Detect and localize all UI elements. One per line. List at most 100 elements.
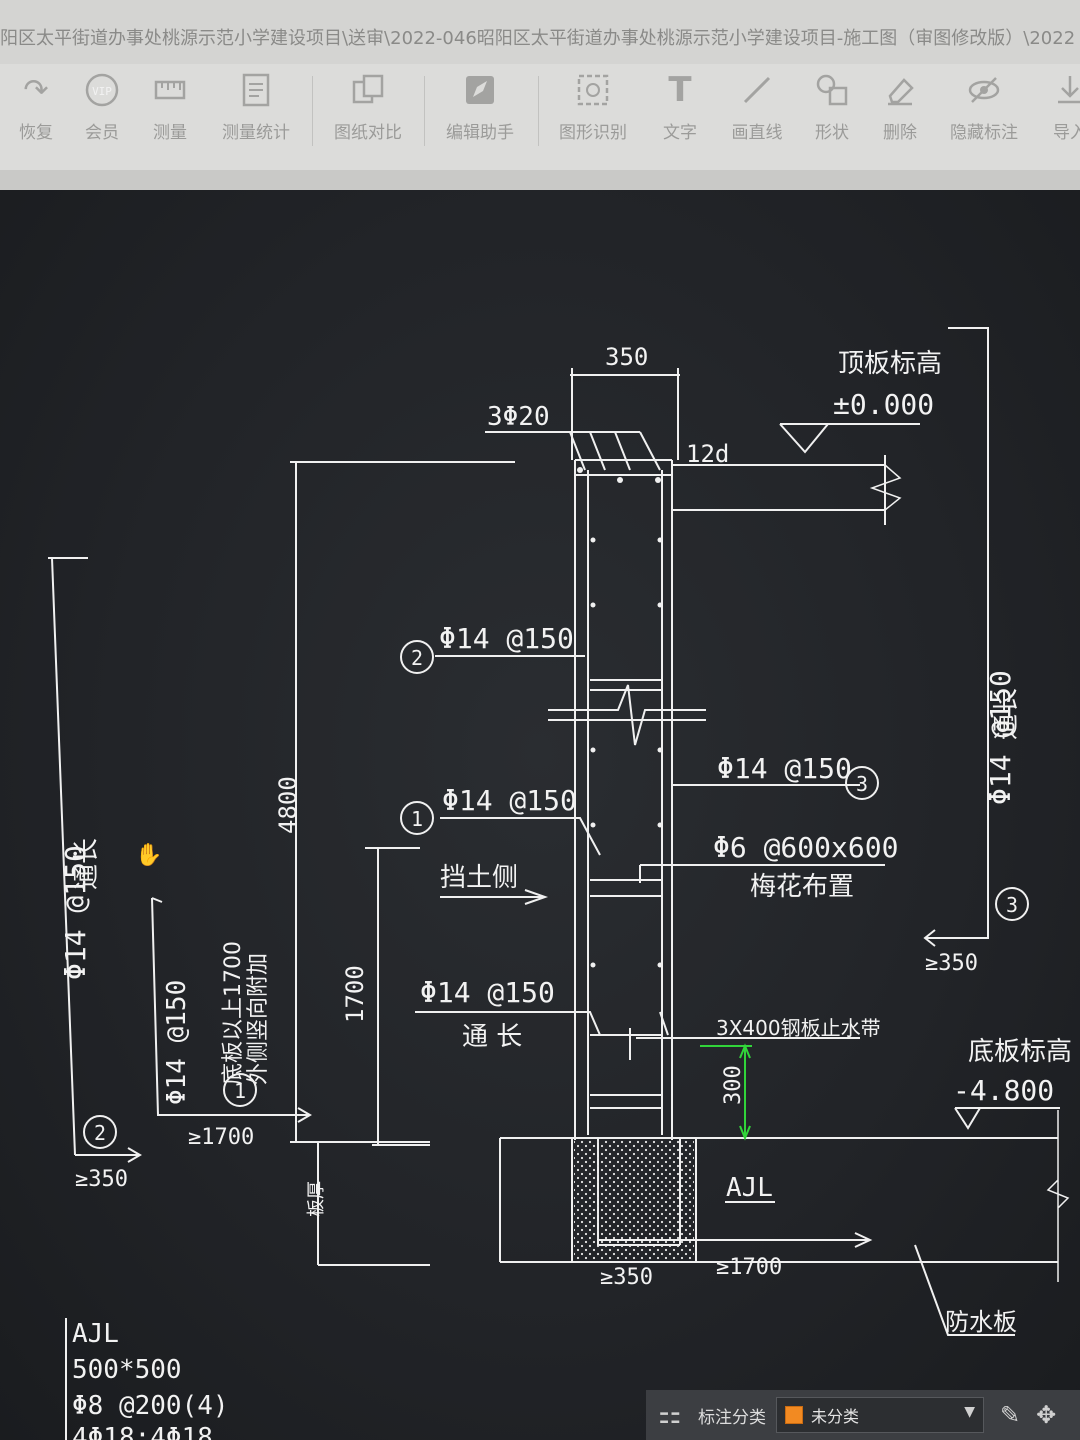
legend-bars: 4Φ18;4Φ18 (72, 1423, 213, 1440)
legend-name: AJL (72, 1319, 119, 1349)
edit-assistant-button[interactable]: 编辑助手 (442, 70, 518, 143)
shape-button[interactable]: 形状 (810, 70, 854, 143)
text-button[interactable]: T 文字 (658, 70, 702, 143)
bottom-bar-label: Φ14 @150 (420, 976, 555, 1009)
compare-icon (348, 70, 388, 110)
tie-note: 梅花布置 (750, 872, 854, 902)
left-bar-label: Φ14 @150 (59, 845, 92, 980)
hide-annotation-button[interactable]: 隐藏标注 (946, 70, 1022, 143)
text-icon: T (668, 70, 692, 110)
marker-3-wall-text: 3 (856, 772, 868, 796)
edit-assistant-icon (460, 70, 500, 110)
roof-elev-value: ±0.000 (833, 388, 934, 421)
marker-1-inner-text: 1 (234, 1079, 246, 1103)
marker-2-wall (400, 640, 434, 674)
floor-elev-value: -4.800 (953, 1074, 1054, 1107)
legend-size: 500*500 (72, 1355, 182, 1385)
right-min-350: ≥350 (925, 951, 978, 976)
annotation-category-label: 标注分类 (698, 1407, 766, 1428)
soil-side-label: 挡土侧 (440, 863, 518, 893)
toolbar-divider (312, 76, 313, 146)
bar-2-label: Φ14 @150 (439, 622, 574, 655)
draw-line-button[interactable]: 画直线 (726, 70, 788, 143)
roof-elev-label: 顶板标高 (838, 349, 942, 379)
line-icon (737, 70, 777, 110)
dim-300-green (700, 1043, 752, 1141)
tie-label: Φ6 @600x600 (713, 831, 898, 864)
dim-350-top: 350 (605, 343, 648, 371)
waterstop-label: 3X400钢板止水带 (716, 1016, 881, 1040)
min-350-bottom: ≥350 (600, 1265, 653, 1290)
vip-icon: VIP (82, 70, 122, 110)
redo-icon: ↷ (23, 72, 49, 108)
svg-text:VIP: VIP (92, 85, 112, 98)
toolbar: ↷ 恢复 VIP 会员 测量 测量统计 图纸对比 编辑助手 图形识别 T 文字 … (0, 64, 1080, 170)
left-bar-note: 通长 (72, 838, 102, 890)
measure-button[interactable]: 测量 (148, 70, 192, 143)
marker-2-left-text: 2 (94, 1121, 106, 1145)
window-title-bar: 阳区太平街道办事处桃源示范小学建设项目\送审\2022-046昭阳区太平街道办事… (0, 0, 1080, 64)
shape-recognize-icon (573, 70, 613, 110)
bottom-bar-note: 通 长 (462, 1022, 522, 1052)
marker-1-wall (400, 801, 434, 835)
annotation-category-value: 未分类 (811, 1407, 860, 1426)
dim-1700-label: 1700 (341, 965, 369, 1023)
eraser-icon (880, 70, 920, 110)
left-min-350: ≥350 (75, 1167, 128, 1192)
shape-icon (812, 70, 852, 110)
min-1700-bottom: ≥1700 (716, 1255, 782, 1280)
ruler-icon (150, 70, 190, 110)
inner-min-1700: ≥1700 (188, 1125, 254, 1150)
hide-annotation-icon (964, 70, 1004, 110)
beam-label: AJL (726, 1173, 773, 1203)
delete-button[interactable]: 删除 (878, 70, 922, 143)
inner-bar-label: Φ14 @150 (162, 980, 192, 1105)
chevron-down-icon: ▼ (964, 1404, 975, 1420)
bar-3-label: Φ14 @150 (717, 752, 852, 785)
shape-recognize-button[interactable]: 图形识别 (555, 70, 631, 143)
annotation-status-bar: ⚏ 标注分类 未分类 ▼ ✎ ✥ (646, 1390, 1080, 1440)
wall-outline (574, 460, 673, 1140)
toolbar-divider (424, 76, 425, 146)
top-bars-label: 3Φ20 (487, 402, 550, 432)
marker-3-right (995, 887, 1029, 921)
dim-300-label: 300 (721, 1065, 746, 1105)
marker-2-left (83, 1115, 117, 1149)
category-color-swatch (785, 1406, 803, 1424)
move-icon[interactable]: ✥ (1036, 1401, 1057, 1429)
legend-stirrup: Φ8 @200(4) (72, 1391, 229, 1421)
right-bar-label: Φ14 @150 (984, 670, 1017, 805)
right-bar-note: 通长 (992, 688, 1022, 740)
bar-1-label: Φ14 @150 (442, 784, 577, 817)
window-title: 阳区太平街道办事处桃源示范小学建设项目\送审\2022-046昭阳区太平街道办事… (0, 28, 1076, 49)
toolbar-divider (538, 76, 539, 146)
import-icon (1050, 70, 1080, 110)
compare-button[interactable]: 图纸对比 (330, 70, 406, 143)
hand-cursor-icon: ✋ (135, 842, 162, 868)
import-button[interactable]: 导入 (1048, 70, 1080, 143)
grid-icon[interactable]: ⚏ (658, 1400, 682, 1430)
floor-thickness-label: 板厚 (306, 1181, 327, 1217)
floor-elev-label: 底板标高 (968, 1037, 1072, 1067)
marker-1-wall-text: 1 (411, 807, 423, 831)
anchor-12d-label: 12d (686, 440, 729, 468)
marker-3-right-text: 3 (1006, 893, 1018, 917)
marker-3-wall (845, 766, 879, 800)
inner-note-1: 底板以上1700 (221, 941, 246, 1085)
column-hatch (574, 1140, 694, 1260)
measure-stats-icon (236, 70, 276, 110)
drawing-canvas[interactable] (0, 190, 1080, 1440)
annotation-category-select[interactable]: 未分类 ▼ (776, 1397, 984, 1433)
dim-4800-label: 4800 (274, 776, 302, 834)
waterproof-label: 防水板 (945, 1308, 1017, 1336)
marker-2-wall-text: 2 (411, 646, 423, 670)
toolbar-shadow (0, 170, 1080, 190)
wall-inner-bar (587, 470, 663, 1135)
inner-note-2: 外侧竖向附加 (246, 953, 271, 1085)
redo-button[interactable]: ↷ 恢复 (14, 70, 58, 144)
edit-icon[interactable]: ✎ (1000, 1401, 1021, 1429)
marker-1-inner (223, 1073, 257, 1107)
measure-stats-button[interactable]: 测量统计 (218, 70, 294, 143)
vip-button[interactable]: VIP 会员 (80, 70, 124, 143)
